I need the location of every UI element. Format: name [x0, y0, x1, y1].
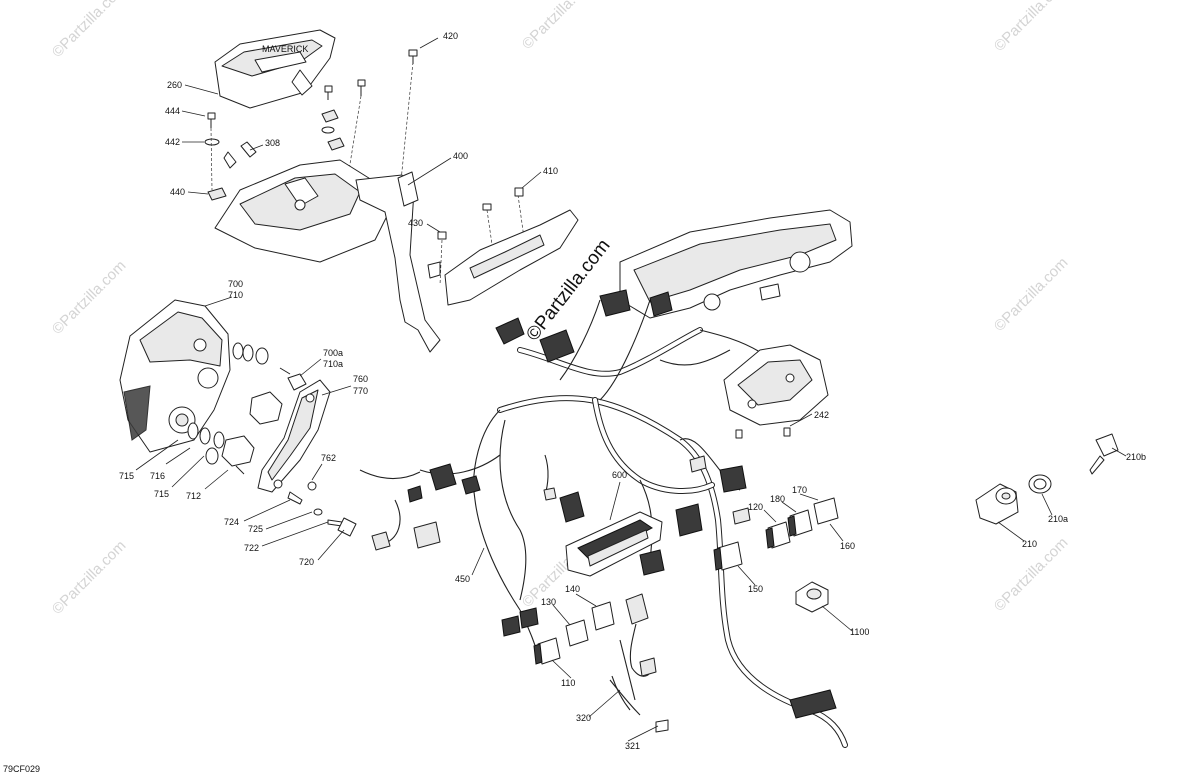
callout-label: 760	[353, 374, 368, 384]
nuts-washers	[187, 342, 269, 465]
callout-label: 400	[453, 151, 468, 161]
harness-320	[611, 593, 657, 711]
callout-label: 420	[443, 31, 458, 41]
callout-label: 710a	[323, 359, 343, 369]
socket-1100	[795, 581, 829, 613]
callout-label: 210b	[1126, 452, 1146, 462]
callout-label: 150	[748, 584, 763, 594]
callout-label: 720	[299, 557, 314, 567]
callout-label: 140	[565, 584, 580, 594]
callout-label: 430	[408, 218, 423, 228]
switch-150	[713, 541, 743, 571]
callout-label: 450	[455, 574, 470, 584]
washer-442	[204, 138, 220, 146]
watermark: ©Partzilla.com	[991, 254, 1072, 335]
callout-label: 762	[321, 453, 336, 463]
figure-reference-code: 79CF029	[3, 764, 40, 774]
leader-lines	[135, 37, 1127, 742]
watermark: ©Partzilla.com	[991, 0, 1072, 55]
callout-label: 715	[154, 489, 169, 499]
callout-label: 724	[224, 517, 239, 527]
screw-430	[427, 231, 447, 279]
callout-label: 160	[840, 541, 855, 551]
bracket-410	[444, 187, 579, 306]
bezel-760	[257, 379, 331, 493]
callout-label: 180	[770, 494, 785, 504]
ignition-210	[975, 483, 1019, 525]
callout-label: 308	[265, 138, 280, 148]
small-hardware	[287, 481, 357, 537]
watermark: ©Partzilla.com	[519, 0, 600, 53]
callout-label: 210a	[1048, 514, 1068, 524]
callout-label: 442	[165, 137, 180, 147]
callout-label: 210	[1022, 539, 1037, 549]
housing-700	[119, 299, 231, 453]
callout-label: 700	[228, 279, 243, 289]
bracket-tray	[214, 159, 391, 263]
callout-labels: 420 260 444 442 308 440 400 410 430 700 …	[119, 31, 1146, 751]
bracket-400	[355, 171, 441, 353]
switch-130	[565, 619, 589, 647]
nut-210a	[1028, 474, 1052, 494]
clip-440	[207, 187, 227, 201]
screw-420	[408, 49, 418, 64]
callout-label: 600	[612, 470, 627, 480]
screws-upper	[321, 79, 366, 151]
callout-label: 715	[119, 471, 134, 481]
callout-label: 770	[353, 386, 368, 396]
module-242	[723, 344, 829, 439]
callout-label: 170	[792, 485, 807, 495]
watermark: ©Partzilla.com	[49, 537, 130, 618]
callout-label: 320	[576, 713, 591, 723]
callout-label: 1100	[850, 627, 869, 637]
switch-170	[813, 497, 839, 525]
callout-label: 722	[244, 543, 259, 553]
switch-knobs	[221, 367, 307, 475]
screw-444	[207, 112, 216, 128]
connectors	[371, 289, 837, 719]
callout-label: 440	[170, 187, 185, 197]
callout-label: 710	[228, 290, 243, 300]
callout-label: 321	[625, 741, 640, 751]
callout-label: 120	[748, 502, 763, 512]
svg-text:MAVERICK: MAVERICK	[262, 44, 308, 54]
callout-label: 725	[248, 524, 263, 534]
switch-140	[591, 601, 615, 631]
screws-308	[223, 141, 257, 169]
switch-120	[765, 521, 791, 549]
watermark: ©Partzilla.com	[49, 0, 130, 61]
callout-label: 410	[543, 166, 558, 176]
callout-label: 260	[167, 80, 182, 90]
callout-label: 716	[150, 471, 165, 481]
watermark: ©Partzilla.com	[49, 257, 130, 338]
display-600	[565, 511, 663, 577]
callout-label: 712	[186, 491, 201, 501]
key-210b	[1089, 433, 1119, 475]
screw-321	[655, 719, 669, 733]
dash-frame	[619, 209, 853, 319]
callout-label: 130	[541, 597, 556, 607]
cover-260: MAVERICK	[214, 29, 336, 109]
callout-label: 444	[165, 106, 180, 116]
switch-110	[533, 637, 561, 665]
callout-label: 700a	[323, 348, 343, 358]
switch-180	[787, 509, 813, 537]
callout-label: 242	[814, 410, 829, 420]
callout-label: 110	[561, 678, 575, 688]
